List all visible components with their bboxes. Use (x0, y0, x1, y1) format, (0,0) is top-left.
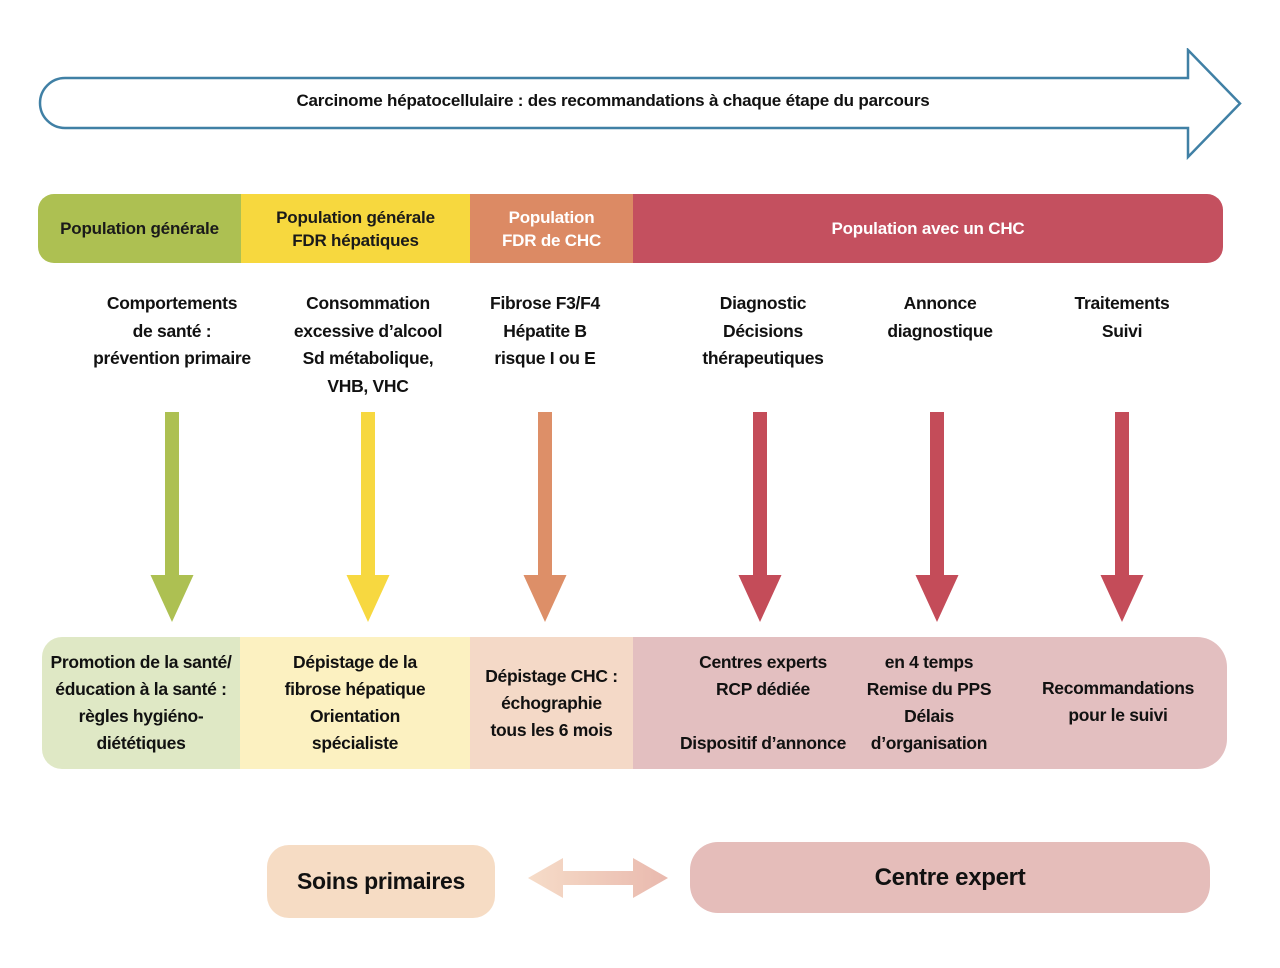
outcome-text-recommandations-suivi: Recommandations pour le suivi (1041, 678, 1195, 725)
column-label-consommation: Consommation excessive d’alcool Sd métab… (293, 293, 443, 396)
down-arrow-icon (346, 412, 390, 622)
header-population-fdr-chc: Population FDR de CHC (470, 194, 633, 263)
down-arrow-icon (1100, 412, 1144, 622)
expert-center-box: Centre expert (690, 842, 1210, 913)
title-banner-arrow-shape (38, 48, 1242, 160)
down-arrow-icon (523, 412, 567, 622)
primary-care-box: Soins primaires (267, 845, 495, 918)
down-arrow-icon (915, 412, 959, 622)
down-arrow-icon (150, 412, 194, 622)
outcome-text-dispositif-annonce: en 4 temps Remise du PPS Délais d’organi… (866, 652, 992, 753)
header-population-avec-chc: Population avec un CHC (633, 194, 1223, 263)
outcome-text-centres-experts: Centres experts RCP dédiée Dispositif d’… (679, 652, 847, 753)
down-arrow-icon (738, 412, 782, 622)
column-label-fibrose: Fibrose F3/F4 Hépatite B risque I ou E (490, 293, 600, 368)
outcome-box-depistage-chc: Dépistage CHC : échographie tous les 6 m… (470, 637, 633, 769)
outcome-box-promotion-sante: Promotion de la santé/ éducation à la sa… (42, 637, 240, 769)
header-population-generale: Population générale (38, 194, 241, 263)
column-label-traitements: Traitements Suivi (1074, 293, 1170, 341)
column-label-annonce: Annonce diagnostique (887, 293, 993, 341)
column-label-diagnostic: Diagnostic Décisions thérapeutiques (702, 293, 824, 368)
header-population-fdr-hepatiques: Population générale FDR hépatiques (241, 194, 470, 263)
double-arrow-icon (528, 858, 668, 898)
title-banner-text: Carcinome hépatocellulaire : des recomma… (296, 91, 930, 110)
outcome-box-population-chc: Centres experts RCP dédiée Dispositif d’… (633, 637, 1227, 769)
outcome-box-depistage-fibrose: Dépistage de la fibrose hépatique Orient… (240, 637, 470, 769)
column-label-prevention: Comportements de santé : prévention prim… (93, 293, 251, 368)
title-banner-arrow (38, 48, 1242, 160)
